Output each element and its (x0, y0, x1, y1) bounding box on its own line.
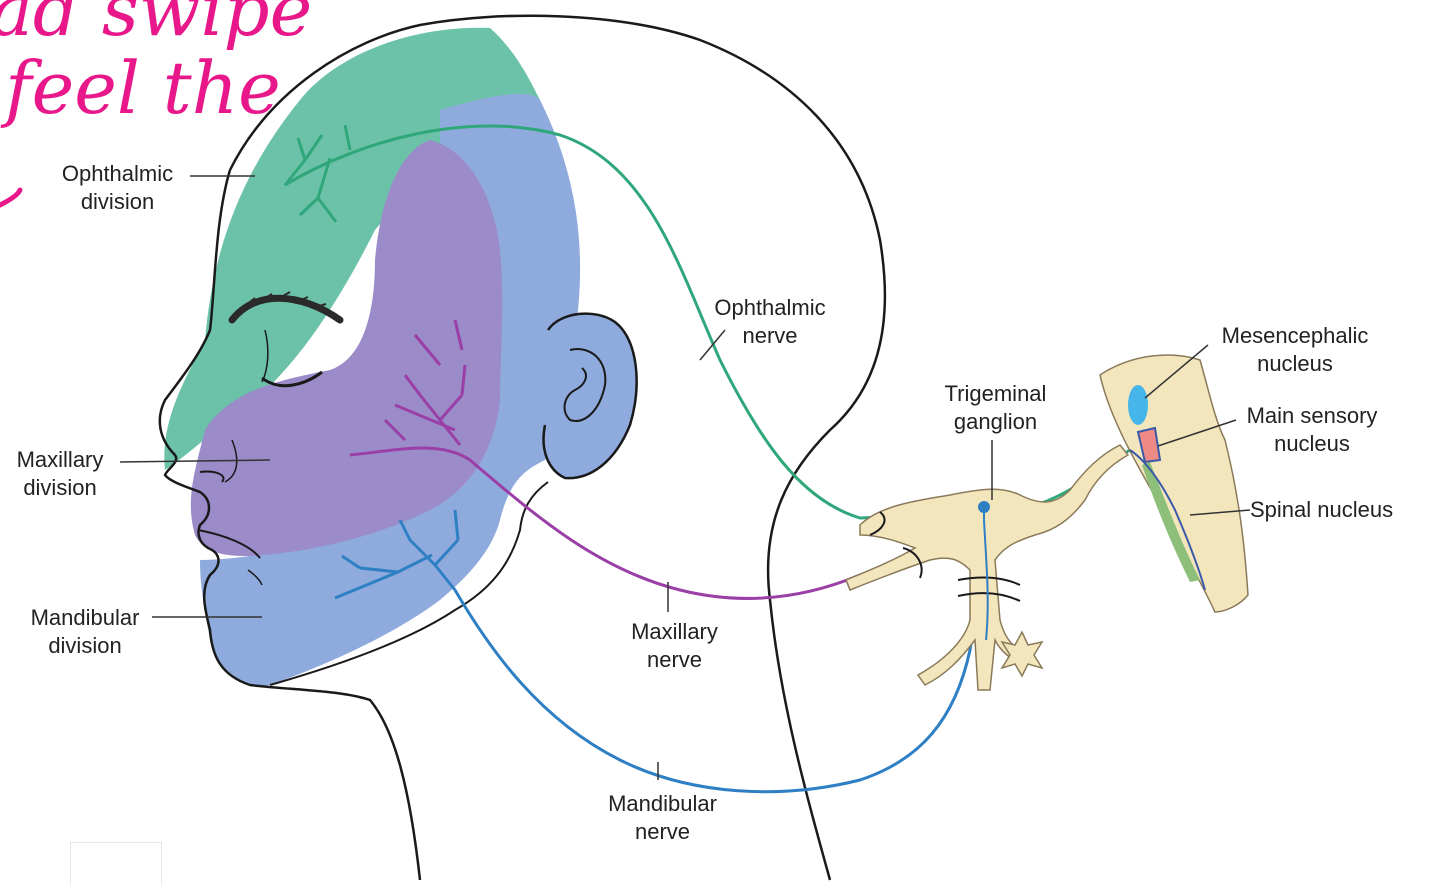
eyebrow-hair (239, 291, 327, 311)
ganglion-cuts (869, 511, 1021, 602)
label-mandibular-nerve: Mandibular nerve (608, 791, 717, 844)
leader-lines (119, 175, 1251, 780)
ear-outline (542, 312, 638, 480)
label-mandibular-division: Mandibular division (30, 605, 140, 658)
ear-fill (543, 313, 637, 479)
corner-box (70, 842, 162, 885)
head-outline (228, 14, 887, 881)
spinal-nucleus-shape (1142, 462, 1200, 582)
mouth (197, 529, 261, 559)
nasolabial-line (224, 439, 238, 483)
face-profile (158, 169, 422, 881)
ganglion-cell-axon (983, 507, 989, 641)
ganglion-star (1000, 630, 1044, 678)
handwriting-line-2: feel the (5, 46, 281, 130)
maxillary-branches (383, 319, 467, 446)
mesencephalic-nucleus-shape (1128, 385, 1148, 425)
label-mesencephalic-nucleus: Mesencephalic nucleus (1221, 323, 1369, 376)
eye-closed (261, 370, 323, 388)
handwriting-line-1: ad swipe (0, 0, 313, 52)
brainstem-tract (1129, 449, 1206, 591)
nostril (199, 470, 225, 483)
main-sensory-nucleus-shape (1136, 426, 1162, 464)
label-spinal-nucleus: Spinal nucleus (1250, 497, 1394, 522)
ear-inner (563, 348, 607, 422)
label-ophthalmic-division: Ophthalmic division (61, 161, 174, 214)
ophthalmic-branches (283, 124, 352, 223)
chin-line (247, 569, 263, 586)
label-main-sensory-nucleus: Main sensory nucleus (1246, 403, 1378, 456)
label-ophthalmic-nerve: Ophthalmic nerve (714, 295, 826, 348)
brainstem (1099, 354, 1249, 613)
maxillary-region (190, 140, 503, 556)
handwriting-stroke (0, 187, 23, 208)
mandibular-branches (334, 509, 460, 600)
jaw-line (269, 481, 549, 686)
label-maxillary-division: Maxillary division (16, 447, 104, 500)
eye-crease (261, 329, 269, 383)
label-maxillary-nerve: Maxillary nerve (631, 619, 718, 672)
label-trigeminal-ganglion: Trigeminal ganglion (944, 381, 1047, 434)
